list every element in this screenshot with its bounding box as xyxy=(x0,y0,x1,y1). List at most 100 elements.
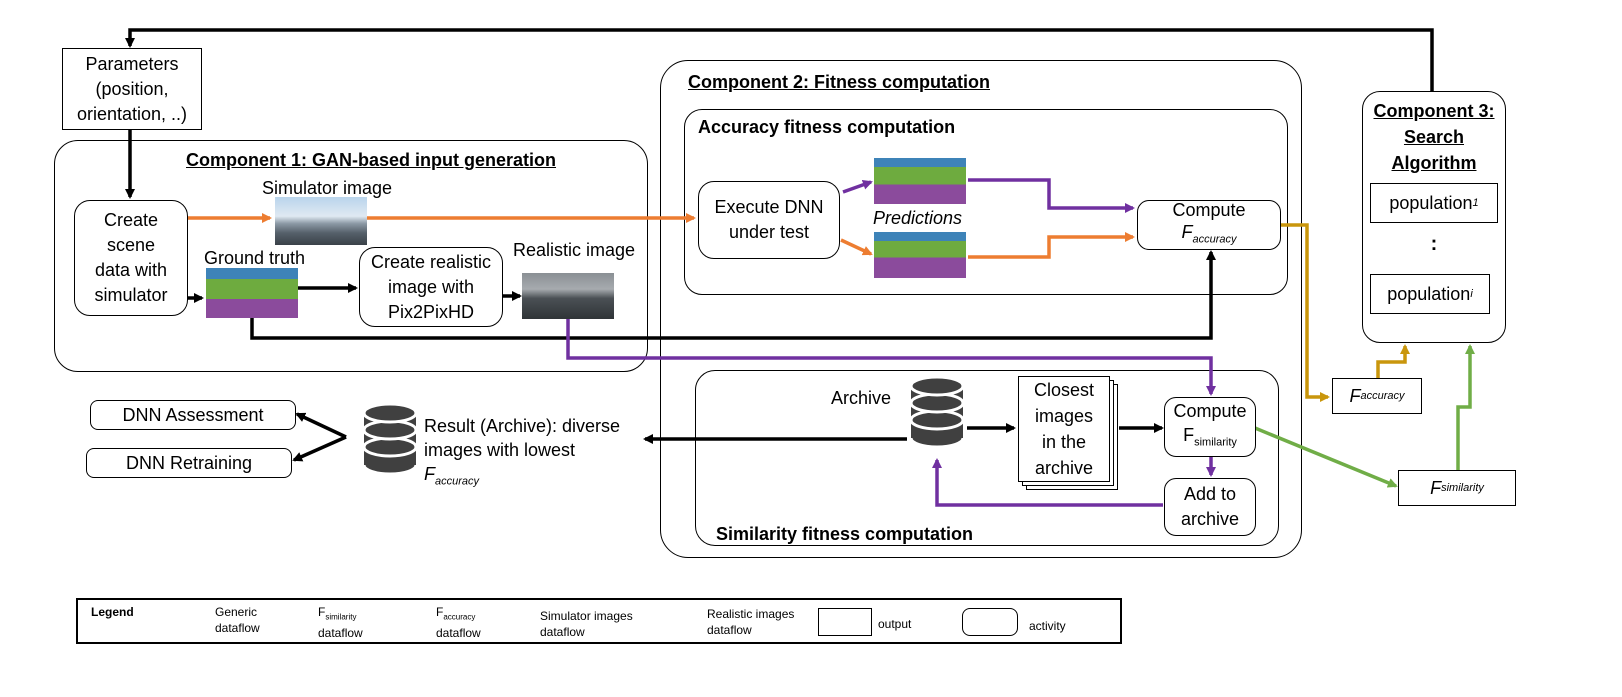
legend-facc: Faccuracy dataflow xyxy=(436,604,481,641)
simulator-image-label: Simulator image xyxy=(262,178,393,198)
similarity-fitness-title: Similarity fitness computation xyxy=(716,524,974,544)
f-similarity-output-sub: similarity xyxy=(1441,481,1484,494)
arrow-accuracy-output-to-search xyxy=(1376,344,1410,378)
population-first-sub: 1 xyxy=(1472,196,1479,209)
component3-title-line3: Algorithm xyxy=(1391,153,1477,173)
accuracy-fitness-title: Accuracy fitness computation xyxy=(698,117,956,137)
create-scene-line1: Create xyxy=(103,210,159,230)
arrow-execute-dnn-to-pred-sim xyxy=(840,238,873,256)
compute-accuracy-formula: Faccuracy xyxy=(1181,221,1236,251)
legend-sim-images: Simulator images dataflow xyxy=(540,608,633,640)
f-accuracy-output-sub: accuracy xyxy=(1360,389,1405,402)
f-similarity-output-f: F xyxy=(1430,477,1442,498)
compute-similarity-f: F xyxy=(1183,425,1195,446)
component3-title: Component 3: Search Algorithm xyxy=(1362,98,1506,176)
create-scene-line2: scene xyxy=(106,235,156,255)
closest-line4: archive xyxy=(1034,458,1094,478)
compute-similarity-activity: Compute Fsimilarity xyxy=(1164,397,1256,457)
closest-line2: images xyxy=(1034,406,1094,426)
legend-facc-f: F xyxy=(436,605,444,619)
parameters-line3: orientation, ..) xyxy=(76,103,188,124)
legend-sim-images-line2: dataflow xyxy=(540,625,585,639)
create-scene-line3: data with xyxy=(94,260,168,280)
add-archive-line2: archive xyxy=(1180,509,1240,529)
component1-title: Component 1: GAN-based input generation xyxy=(186,150,557,170)
closest-line3: in the xyxy=(1041,432,1087,452)
compute-accuracy-sub: accuracy xyxy=(1192,233,1237,246)
arrow-ground-truth-to-compute-accuracy xyxy=(250,250,1216,340)
result-f: F xyxy=(424,464,435,484)
result-line1: Result (Archive): diverse xyxy=(424,416,621,436)
prediction-realistic-thumbnail xyxy=(874,158,966,204)
result-text: Result (Archive): diverse images with lo… xyxy=(424,414,620,494)
add-archive-line1: Add to xyxy=(1183,484,1237,504)
component2-title: Component 2: Fitness computation xyxy=(688,72,991,92)
legend-fsim-f: F xyxy=(318,605,326,619)
ground-truth-label: Ground truth xyxy=(204,248,306,268)
create-realistic-line2: image with xyxy=(387,276,475,297)
population-last-sub: i xyxy=(1470,287,1473,300)
dnn-retraining-box: DNN Retraining xyxy=(86,448,292,478)
create-realistic-line3: Pix2PixHD xyxy=(387,301,475,322)
arrow-compute-accuracy-to-output xyxy=(1281,223,1330,402)
legend-sim-images-line1: Simulator images xyxy=(540,609,633,623)
create-realistic-activity: Create realistic image with Pix2PixHD xyxy=(359,247,503,327)
arrow-pred-sim-to-compute xyxy=(968,232,1135,259)
legend-generic-line2: dataflow xyxy=(215,621,260,635)
legend-generic-line1: Generic xyxy=(215,605,258,619)
result-line2: images with lowest xyxy=(424,440,576,460)
legend-fsim-line2: dataflow xyxy=(318,626,363,641)
create-scene-line4: simulator xyxy=(94,285,168,305)
compute-accuracy-f: F xyxy=(1181,222,1193,243)
dnn-retraining-label: DNN Retraining xyxy=(125,452,253,473)
realistic-image-thumbnail xyxy=(522,273,614,319)
arrow-pred-real-to-compute xyxy=(968,178,1135,213)
arrow-similarity-output-to-search xyxy=(1456,344,1475,470)
execute-dnn-line2: under test xyxy=(728,222,810,242)
population-ellipsis: : xyxy=(1430,233,1438,255)
legend-facc-line2: dataflow xyxy=(436,626,481,641)
dnn-assessment-label: DNN Assessment xyxy=(122,404,264,425)
legend-box xyxy=(76,598,1122,644)
legend-generic: Generic dataflow xyxy=(215,604,260,636)
legend-real-images-line1: Realistic images xyxy=(707,607,795,621)
compute-accuracy-line1: Compute xyxy=(1172,200,1246,221)
predictions-label: Predictions xyxy=(873,208,963,228)
parameters-line2: (position, xyxy=(95,78,169,99)
legend-facc-formula: Faccuracy xyxy=(436,604,481,625)
create-realistic-line1: Create realistic xyxy=(370,251,492,272)
arrow-execute-dnn-to-pred-real xyxy=(842,179,873,194)
component3-title-line2: Search xyxy=(1403,127,1465,147)
compute-similarity-sub: similarity xyxy=(1194,436,1237,449)
legend-activity-label: activity xyxy=(1029,619,1066,633)
simulator-image-thumbnail xyxy=(275,197,367,245)
dnn-assessment-box: DNN Assessment xyxy=(90,400,296,430)
realistic-image-label: Realistic image xyxy=(513,240,636,260)
arrow-add-to-archive xyxy=(932,458,1163,507)
component3-title-line1: Component 3: xyxy=(1373,101,1495,121)
execute-dnn-activity: Execute DNN under test xyxy=(698,181,840,259)
result-database-icon xyxy=(362,402,418,476)
legend-activity-swatch xyxy=(962,608,1018,636)
population-first-text: population xyxy=(1389,192,1473,213)
legend-facc-sub: accuracy xyxy=(443,612,476,622)
parameters-line1: Parameters xyxy=(85,53,179,74)
legend-title: Legend xyxy=(91,605,134,619)
arrow-compute-similarity-to-output xyxy=(1254,426,1398,488)
compute-accuracy-activity: Compute Faccuracy xyxy=(1137,200,1281,250)
parameters-box: Parameters (position, orientation, ..) xyxy=(62,48,202,130)
arrow-realistic-to-compute-similarity xyxy=(566,318,1216,396)
legend-fsim-formula: Fsimilarity xyxy=(318,604,363,625)
archive-database-icon xyxy=(909,375,965,449)
arrow-result-to-assessment xyxy=(295,412,347,439)
prediction-simulator-thumbnail xyxy=(874,232,966,278)
execute-dnn-line1: Execute DNN xyxy=(714,197,824,217)
legend-real-images-line2: dataflow xyxy=(707,623,752,637)
create-scene-activity: Create scene data with simulator xyxy=(74,200,188,316)
compute-similarity-line1: Compute xyxy=(1173,401,1247,422)
arrow-result-to-retraining xyxy=(292,435,347,462)
